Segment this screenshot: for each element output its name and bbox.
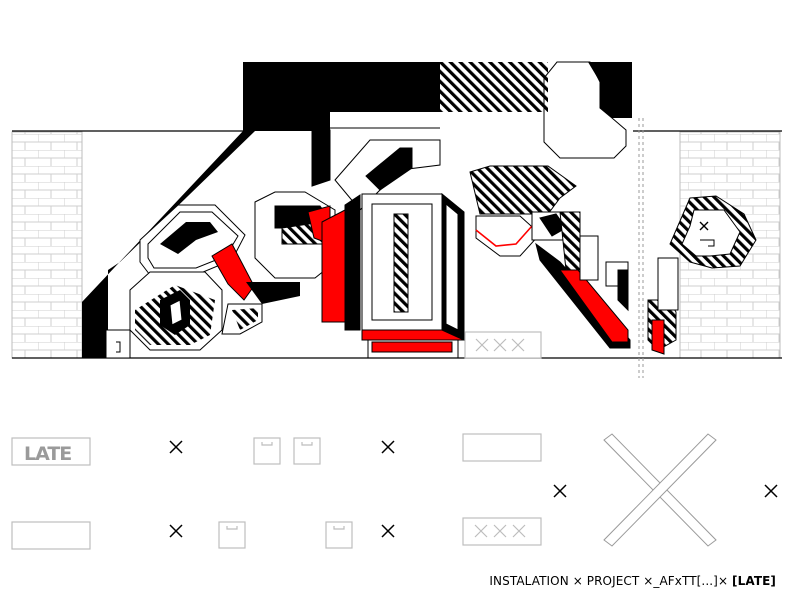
late-logo-text: LATE [24,443,71,465]
large-x-beams [603,433,717,547]
left-graffiti [105,204,300,359]
caption: INSTALATION × PROJECT ×_AFxTT[...]× [LAT… [489,574,776,588]
right-tag [669,195,757,269]
empty-box [11,433,542,550]
middle-structures [254,127,465,359]
caption-late: [LATE] [732,574,776,588]
dashed-pillar [638,118,644,378]
late-logo-box [11,437,91,466]
xxx-box-wall [464,331,542,359]
small-box-icon [218,437,353,549]
cross-icon [169,440,778,538]
brick-wall-left [11,131,83,359]
xxx-box [462,517,542,546]
black-mass [82,61,632,358]
right-graffiti [469,165,679,355]
caption-text: INSTALATION × PROJECT ×_AFxTT[...]× [489,574,733,588]
